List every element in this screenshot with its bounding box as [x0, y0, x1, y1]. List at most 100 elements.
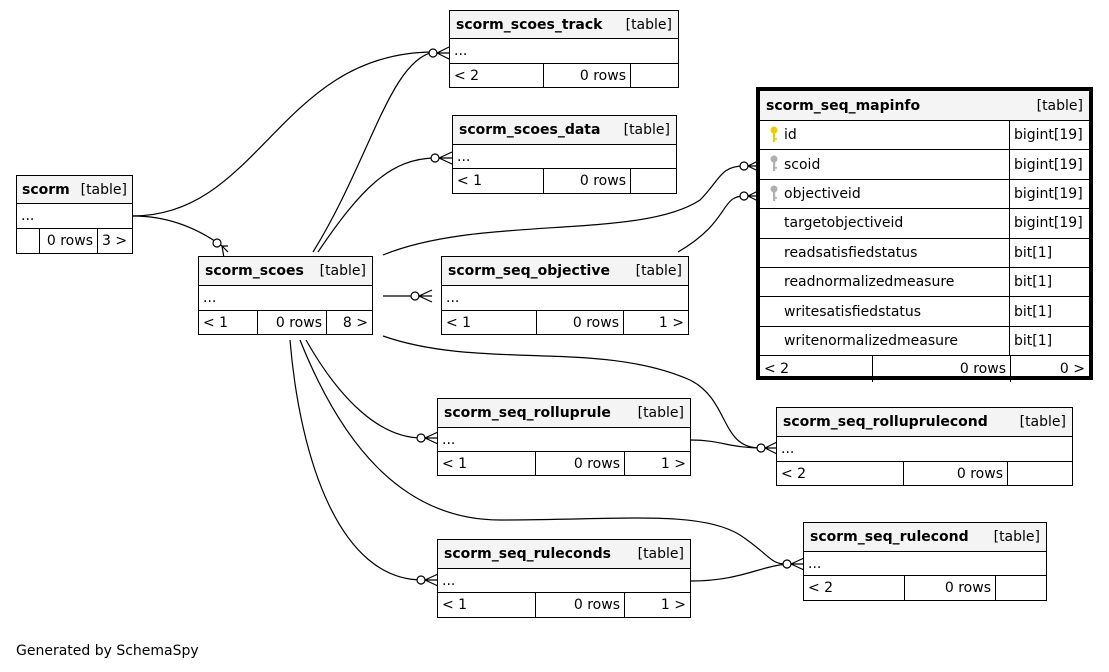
table-body: ... — [804, 552, 1046, 576]
table-footer: < 2 0 rows 0 > — [760, 356, 1089, 383]
parents-count — [17, 229, 39, 253]
crowfoot-scoes-track — [428, 46, 450, 60]
column-name: objectiveid — [784, 185, 861, 202]
column-name: scoid — [784, 156, 821, 173]
table-body: ... — [442, 286, 688, 311]
column-name: targetobjectiveid — [784, 215, 904, 232]
column-name: writenormalizedmeasure — [784, 332, 959, 349]
row-count: 0 rows — [543, 169, 630, 193]
table-scorm-seq-rolluprule[interactable]: scorm_seq_rolluprule [table] ... < 1 0 r… — [437, 398, 691, 476]
column-type: bit[1] — [1014, 274, 1053, 291]
table-scorm-scoes-track[interactable]: scorm_scoes_track [table] ... < 2 0 rows — [449, 10, 679, 88]
table-scorm-seq-objective[interactable]: scorm_seq_objective [table] ... < 1 0 ro… — [441, 256, 689, 335]
table-footer: < 1 0 rows 8 > — [199, 311, 372, 334]
table-name: scorm_scoes — [205, 263, 304, 279]
row-count: 0 rows — [904, 576, 995, 600]
table-name: scorm_seq_rolluprule — [444, 405, 611, 421]
table-scorm-scoes-data[interactable]: scorm_scoes_data [table] ... < 1 0 rows — [452, 115, 677, 194]
crowfoot-scoes — [212, 238, 229, 259]
table-name: scorm_scoes_track — [456, 16, 603, 33]
no-key-spacer — [766, 327, 784, 355]
table-body: ... — [453, 145, 676, 169]
children-count — [630, 64, 678, 87]
table-header: scorm_seq_rolluprule [table] — [438, 399, 690, 428]
parents-count: < 1 — [446, 314, 472, 331]
relationship-rolluprule-to-rolluprulecond — [690, 439, 763, 449]
column-type: bigint[19] — [1014, 127, 1083, 144]
column-name: writesatisfiedstatus — [784, 303, 922, 320]
relationship-scorm-to-scoes — [132, 215, 223, 247]
crowfoot-rulecond — [782, 557, 805, 571]
table-header: scorm_scoes_data [table] — [453, 116, 676, 145]
column-name: readsatisfiedstatus — [784, 244, 918, 261]
column-name-cell: targetobjectiveid — [760, 209, 1010, 238]
children-count — [995, 576, 1046, 600]
table-type-label: [table] — [623, 122, 670, 138]
table-footer: < 1 0 rows 1 > — [442, 311, 688, 334]
relationship-scoes-to-rolluprulecond — [382, 335, 761, 449]
no-key-spacer — [766, 239, 784, 267]
parents-count: < 1 — [457, 173, 483, 189]
parents-count: < 2 — [454, 67, 480, 84]
column-name-cell: id — [760, 121, 1010, 150]
table-body: ... — [199, 286, 372, 311]
table-type-label: [table] — [625, 16, 672, 33]
crowfoot-rolluprule — [416, 431, 439, 445]
children-count — [630, 169, 676, 193]
table-name: scorm_seq_objective — [448, 263, 610, 279]
table-header: scorm_seq_objective [table] — [442, 257, 688, 286]
table-header: scorm [table] — [17, 176, 132, 204]
parents-count: < 1 — [442, 455, 468, 472]
table-header: scorm_seq_rulecond [table] — [804, 523, 1046, 552]
foreign-key-icon — [766, 180, 784, 208]
column-type: bit[1] — [1014, 303, 1053, 320]
relationship-scoes-to-rulecond — [299, 339, 787, 565]
relationship-objective-to-mapinfo — [677, 195, 745, 253]
crowfoot-rolluprulecond — [756, 441, 778, 455]
column-name-cell: readnormalizedmeasure — [760, 267, 1010, 297]
column-type: bigint[19] — [1014, 185, 1083, 202]
column-type: bit[1] — [1014, 332, 1053, 349]
row-count: 0 rows — [903, 462, 1007, 485]
row-count: 0 rows — [257, 311, 326, 334]
parents-count: < 1 — [442, 597, 468, 613]
table-type-label: [table] — [319, 263, 366, 279]
column-row: objectiveid bigint[19] — [760, 179, 1089, 210]
column-row: writesatisfiedstatus bit[1] — [760, 297, 1089, 327]
table-footer: < 1 0 rows — [453, 169, 676, 193]
table-type-label: [table] — [1019, 414, 1066, 430]
relationship-scoes-to-ruleconds — [289, 339, 423, 581]
table-footer: < 2 0 rows — [804, 576, 1046, 600]
row-count: 0 rows — [39, 229, 97, 253]
table-header: scorm_seq_rolluprulecond [table] — [777, 408, 1072, 437]
crowfoot-ruleconds — [416, 573, 439, 587]
column-name-cell: scoid — [760, 150, 1010, 179]
column-name-cell: readsatisfiedstatus — [760, 238, 1010, 267]
table-scorm-seq-rulecond[interactable]: scorm_seq_rulecond [table] ... < 2 0 row… — [803, 522, 1047, 601]
relationship-scoes-to-mapinfo — [382, 165, 745, 256]
children-count: 1 > — [623, 311, 688, 334]
relationship-scoes-to-scoes-track — [312, 51, 435, 253]
row-count: 0 rows — [872, 356, 1010, 383]
table-header: scorm_seq_ruleconds [table] — [438, 540, 690, 569]
no-key-spacer — [766, 268, 784, 296]
table-type-label: [table] — [635, 263, 682, 279]
table-type-label: [table] — [80, 181, 127, 198]
relationship-scoes-to-rolluprule — [305, 339, 423, 439]
table-scorm-scoes[interactable]: scorm_scoes [table] ... < 1 0 rows 8 > — [198, 256, 373, 335]
table-type-label: [table] — [637, 546, 684, 562]
table-name: scorm_seq_rolluprulecond — [783, 414, 988, 430]
table-scorm-seq-ruleconds[interactable]: scorm_seq_ruleconds [table] ... < 1 0 ro… — [437, 539, 691, 618]
table-scorm[interactable]: scorm [table] ... 0 rows 3 > — [16, 175, 133, 254]
no-key-spacer — [766, 297, 784, 325]
children-count: 3 > — [97, 229, 132, 253]
row-count: 0 rows — [543, 64, 630, 87]
table-scorm-seq-rolluprulecond[interactable]: scorm_seq_rolluprulecond [table] ... < 2… — [776, 407, 1073, 486]
